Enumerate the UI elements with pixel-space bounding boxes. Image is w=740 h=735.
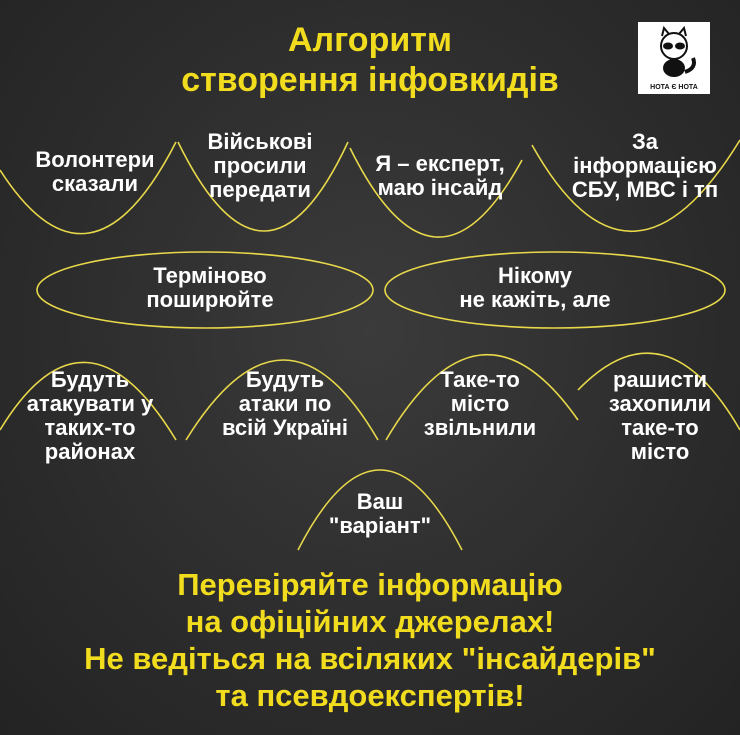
call-ellipse-2 <box>384 251 726 329</box>
claim-arc-4 <box>577 352 740 431</box>
source-4: За інформацією СБУ, МВС і тп <box>571 129 719 202</box>
source-1: Волонтери сказали <box>35 147 155 196</box>
source-3: Я – експерт, маю інсайд <box>375 151 505 200</box>
claim-4: рашисти захопили таке-то місто <box>608 367 712 464</box>
call-2: Нікому не кажіть, але <box>459 263 611 312</box>
source-arc-4 <box>531 139 740 232</box>
claim-arc-1 <box>0 361 177 441</box>
custom-arc <box>297 469 463 551</box>
call-ellipse-1 <box>36 251 374 329</box>
custom-variant: Ваш "варіант" <box>328 489 432 538</box>
claim-arc-2 <box>185 359 379 441</box>
claim-3: Таке-то місто звільнили <box>423 367 537 440</box>
svg-text:НОТА Є НОТА: НОТА Є НОТА <box>650 84 698 91</box>
source-2: Військові просили передати <box>207 129 313 202</box>
call-1: Терміново поширюйте <box>146 263 274 312</box>
claim-arc-3 <box>385 354 579 441</box>
raccoon-icon: НОТА Є НОТА <box>650 25 698 91</box>
claim-1: Будуть атакувати у таких-то районах <box>26 367 154 464</box>
source-arc-2 <box>177 141 349 232</box>
page-title: Алгоритм створення інфовкидів <box>181 21 559 99</box>
source-arc-3 <box>349 147 523 238</box>
raccoon-logo-icon: НОТА Є НОТА <box>638 22 710 94</box>
claim-2: Будуть атаки по всій Україні <box>221 367 349 440</box>
footer-warning: Перевіряйте інформацію на офіційних джер… <box>84 567 656 713</box>
source-arc-1 <box>0 141 177 235</box>
